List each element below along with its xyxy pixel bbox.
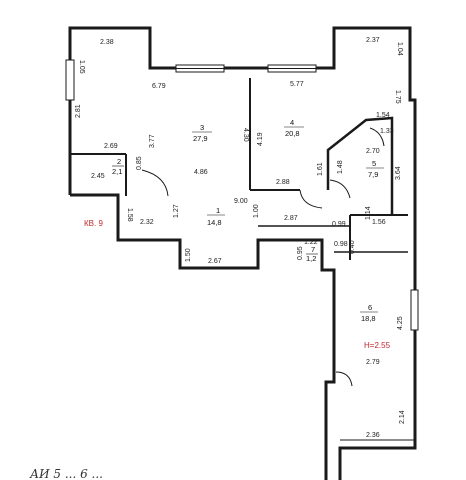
dim-6-79: 6.79 (152, 83, 166, 90)
room-5-area: 7,9 (368, 170, 378, 179)
room-2-number: 2 (117, 157, 121, 166)
dim-1-75: 1.75 (394, 90, 401, 104)
dim-2-79: 2.79 (366, 359, 380, 366)
dim-2-69: 2.69 (104, 143, 118, 150)
dim-1-61: 1.61 (317, 162, 324, 176)
dimension-labels: 2.38 1.05 6.79 2.81 2.69 3.77 0.85 2.45 … (75, 37, 406, 439)
handwritten-note: АИ 5 ... 6 ... (29, 467, 103, 480)
door-arc-room6-b (369, 127, 385, 147)
dim-4-86: 4.86 (194, 169, 208, 176)
room-2-area: 2,1 (112, 167, 122, 176)
room-7-area: 1,2 (306, 254, 316, 263)
dim-2-45: 2.45 (91, 173, 105, 180)
dim-5-77: 5.77 (290, 81, 304, 88)
dim-2-37: 2.37 (366, 37, 380, 44)
window-3 (65, 59, 75, 101)
dim-9-00: 9.00 (234, 198, 248, 205)
dim-3-77: 3.77 (149, 134, 156, 148)
room-5-number: 5 (372, 159, 376, 168)
walls (68, 26, 417, 480)
door-arc-room5 (329, 179, 351, 199)
dim-1-04: 1.04 (396, 42, 403, 56)
dim-2-81: 2.81 (75, 104, 82, 118)
dim-4-25: 4.25 (397, 316, 404, 330)
dim-1-58: 1.58 (126, 208, 133, 222)
room-3-area: 27,9 (193, 134, 208, 143)
room-1-number: 1 (216, 206, 220, 215)
door-arc-room4 (299, 189, 323, 209)
doors (141, 127, 385, 387)
outer-wall (68, 26, 417, 480)
dim-2-88: 2.88 (276, 179, 290, 186)
dim-1-27: 1.27 (173, 204, 180, 218)
dim-1-54: 1.54 (376, 112, 390, 119)
dim-0-40: 0.40 (349, 240, 356, 254)
dim-1-56: 1.56 (372, 219, 386, 226)
apartment-label: КВ. 9 (84, 219, 103, 228)
dim-0-99: 0.99 (332, 221, 346, 228)
dim-1-22: 1.22 (304, 239, 318, 246)
dim-2-38: 2.38 (100, 39, 114, 46)
room-1-area: 14,8 (207, 218, 222, 227)
dim-1-05: 1.05 (78, 60, 85, 74)
room-4-number: 4 (290, 118, 294, 127)
room-6-area: 18,8 (361, 314, 376, 323)
dim-2-14: 2.14 (399, 410, 406, 424)
dim-4-19: 4.19 (257, 132, 264, 146)
room-7-number: 7 (311, 245, 315, 254)
dim-0-95: 0.95 (297, 246, 304, 260)
outer-wall-lower (70, 193, 336, 480)
dim-1-33: 1.33 (380, 128, 394, 135)
room-6-number: 6 (368, 303, 372, 312)
window-4 (410, 289, 419, 331)
dim-2-87: 2.87 (284, 215, 298, 222)
dim-0-85: 0.85 (136, 156, 143, 170)
dim-2-32: 2.32 (140, 219, 154, 226)
windows (65, 59, 419, 331)
dim-3-64: 3.64 (395, 166, 402, 180)
room-labels: 1 14,8 2 2,1 3 27,9 4 20,8 5 7,9 6 18,8 … (112, 118, 384, 323)
wall-room5 (326, 116, 394, 215)
room-3-number: 3 (200, 123, 204, 132)
dim-2-70: 2.70 (366, 148, 380, 155)
dim-2-67: 2.67 (208, 258, 222, 265)
room-4-area: 20,8 (285, 129, 300, 138)
door-arc-room2 (141, 169, 169, 197)
dim-4-30: 4.30 (242, 128, 249, 142)
dim-1-50: 1.50 (185, 248, 192, 262)
dim-1-48: 1.48 (337, 160, 344, 174)
dim-0-98: 0.98 (334, 241, 348, 248)
dim-1-00: 1.00 (253, 204, 260, 218)
door-arc-room6 (335, 371, 353, 387)
dim-2-36: 2.36 (366, 432, 380, 439)
ceiling-height-label: H=2.55 (364, 341, 391, 350)
dim-1-14: 1.14 (365, 206, 372, 220)
